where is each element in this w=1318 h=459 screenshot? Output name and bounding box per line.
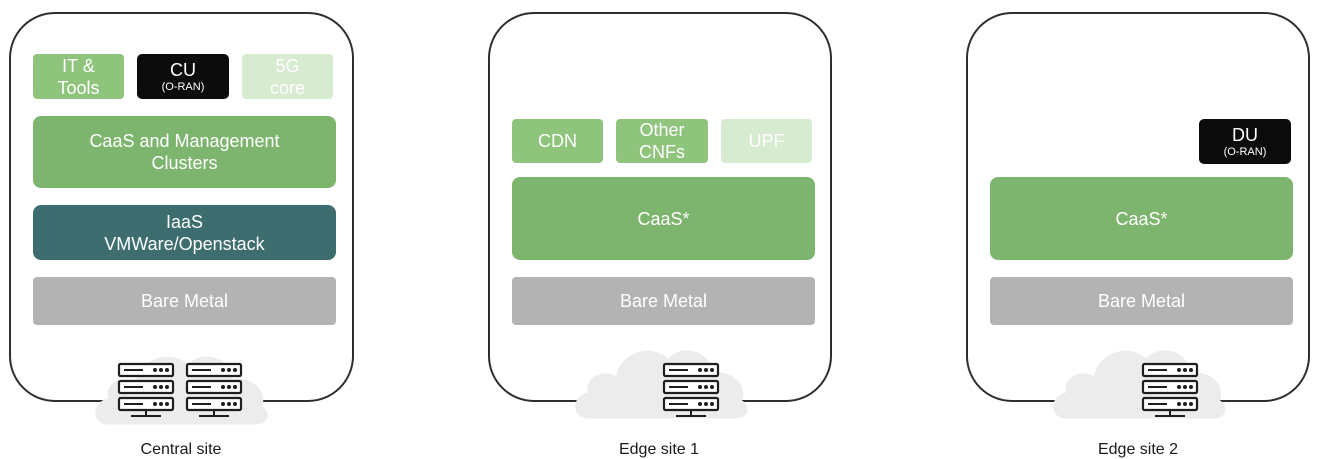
edge-site-2-label: Edge site 2 (1097, 441, 1179, 458)
edge1-bare-metal-label: Bare Metal (619, 291, 708, 311)
central-bare-metal-box: Bare Metal (33, 277, 336, 325)
5g-core-label: 5G core (269, 55, 305, 98)
5g-core-box: 5G core (242, 54, 333, 99)
du-sub-label: (O-RAN) (1223, 146, 1267, 158)
edge-site-1-label: Edge site 1 (618, 441, 700, 458)
edge1-bare-metal-box: Bare Metal (512, 277, 815, 325)
cdn-label: CDN (538, 131, 577, 151)
edge2-bare-metal-label: Bare Metal (1097, 291, 1186, 311)
server-rack-icon (1141, 362, 1199, 418)
iaas-box: IaaS VMWare/Openstack (33, 205, 336, 260)
du-box: DU (O-RAN) (1199, 119, 1291, 164)
cdn-box: CDN (512, 119, 603, 163)
server-rack-icon (662, 362, 720, 418)
other-cnfs-label: Other CNFs (639, 120, 685, 162)
edge1-caas-box: CaaS* (512, 177, 815, 260)
cu-box: CU (O-RAN) (137, 54, 229, 99)
edge2-caas-box: CaaS* (990, 177, 1293, 260)
central-bare-metal-label: Bare Metal (140, 291, 229, 311)
upf-label: UPF (748, 131, 785, 151)
edge2-caas-label: CaaS* (1115, 208, 1168, 229)
edge1-caas-label: CaaS* (637, 208, 690, 229)
edge2-bare-metal-box: Bare Metal (990, 277, 1293, 325)
caas-management-label: CaaS and Management Clusters (89, 131, 280, 173)
cloud-icon (1048, 338, 1228, 423)
it-tools-box: IT & Tools (33, 54, 124, 99)
caas-management-box: CaaS and Management Clusters (33, 116, 336, 188)
cloud-icon (570, 338, 750, 423)
iaas-label: IaaS VMWare/Openstack (104, 211, 265, 254)
upf-box: UPF (721, 119, 812, 163)
cu-label: CU (170, 60, 196, 80)
it-tools-label: IT & Tools (57, 55, 100, 98)
du-label: DU (1232, 125, 1258, 145)
other-cnfs-box: Other CNFs (616, 119, 708, 163)
central-site-label: Central site (140, 441, 222, 458)
server-rack-icon (117, 362, 175, 418)
cu-sub-label: (O-RAN) (161, 81, 205, 93)
server-rack-icon (185, 362, 243, 418)
